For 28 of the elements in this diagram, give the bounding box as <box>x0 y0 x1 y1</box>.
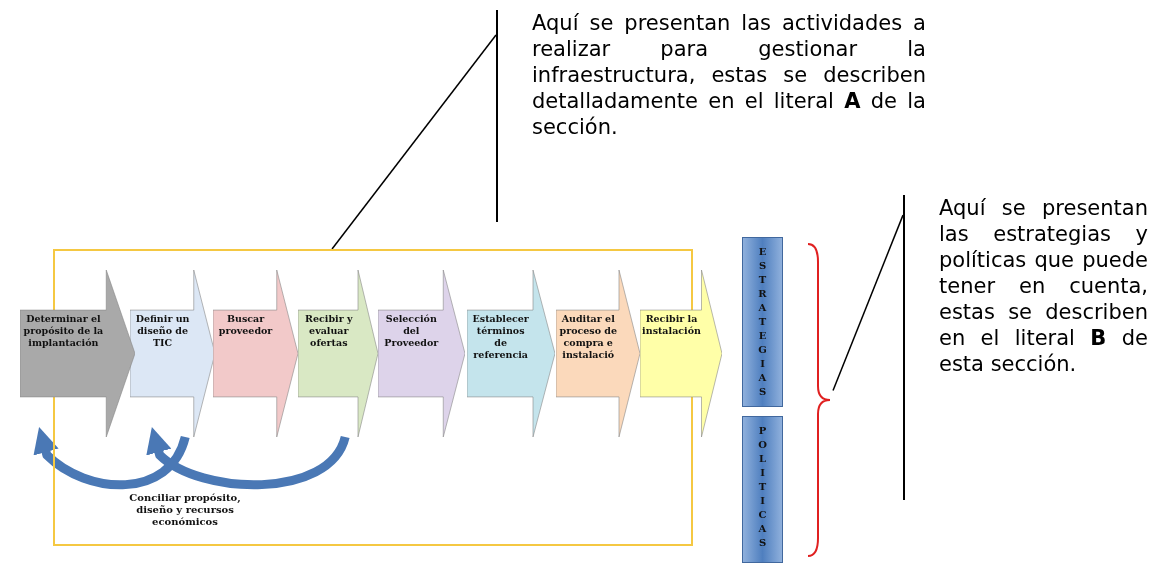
vertical-panel: POLITICAS <box>742 416 783 563</box>
process-step <box>298 270 378 437</box>
step-label: Recibir la instalación <box>642 313 702 338</box>
arrow-caption: Conciliar propósito, diseño y recursos económicos <box>128 492 242 528</box>
curved-arrow <box>146 427 350 490</box>
callout-panel <box>903 195 1148 500</box>
process-step <box>467 270 555 437</box>
callout-text: Aquí se presentan las actividades a realizar para gestionar la infraestructura, estas se describen detalladamente en el literal A de la sección. <box>532 10 926 140</box>
step-label: Establecer términos de referencia <box>471 313 530 362</box>
process-step <box>130 270 215 437</box>
step-label: Recibir y evaluar ofertas <box>304 313 354 350</box>
vertical-panel: ESTRATEGIAS <box>742 237 783 407</box>
step-label: Buscar proveedor <box>217 313 274 338</box>
callout-text: Aquí se presentan las estrategias y políticas que puede tener en cuenta, estas se describen en el literal B de esta sección. <box>939 195 1148 377</box>
step-label: Auditar el proceso de compra e instalació <box>558 313 618 362</box>
step-label: Determinar el propósito de la implantación <box>22 313 105 350</box>
process-step <box>640 270 722 437</box>
callout-panel <box>496 10 926 222</box>
process-step <box>213 270 298 437</box>
step-label: Definir un diseño de TIC <box>134 313 191 350</box>
leader-line <box>331 34 497 250</box>
step-label: Selección del Proveedor <box>383 313 440 350</box>
process-step <box>20 270 135 437</box>
process-step <box>556 270 640 437</box>
curved-arrow <box>33 427 190 490</box>
process-step <box>378 270 465 437</box>
leader-line <box>832 214 904 392</box>
curly-bracket <box>806 242 832 558</box>
